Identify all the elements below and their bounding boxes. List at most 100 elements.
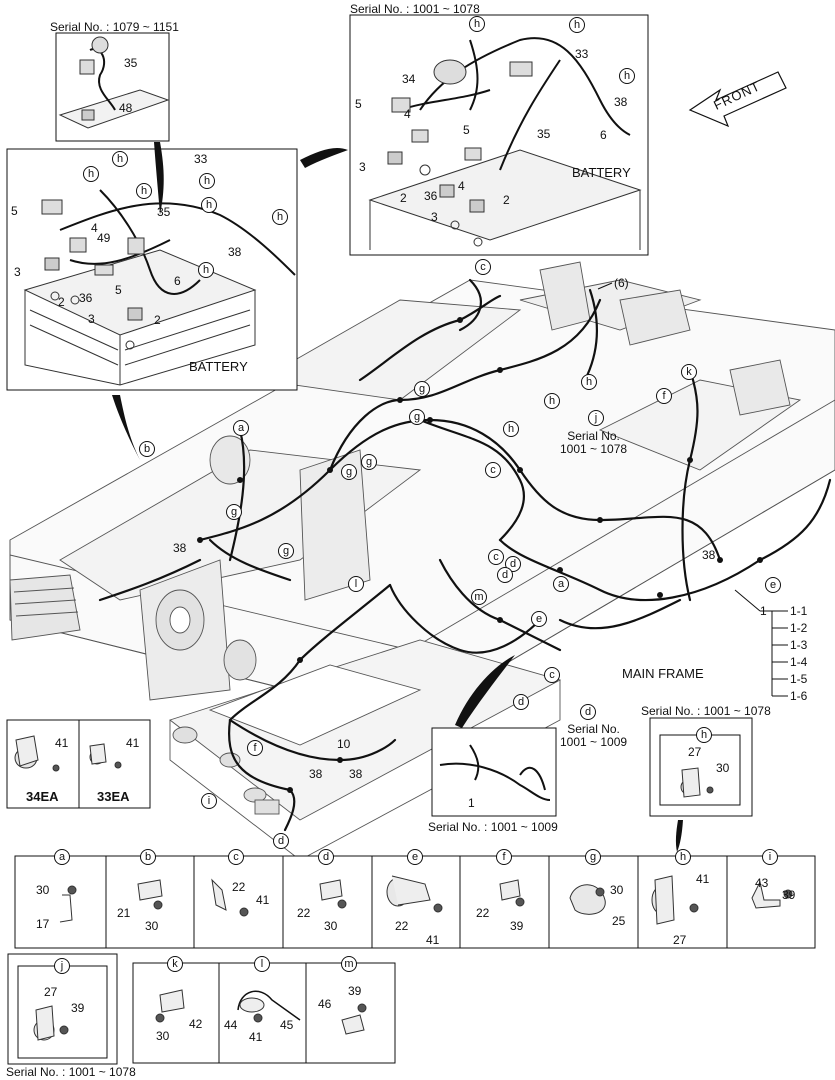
callout-main-10: 10 bbox=[337, 737, 351, 751]
circle-g-2: g bbox=[409, 409, 425, 425]
serial-d-inset: Serial No. : 1001 ~ 1009 bbox=[428, 820, 558, 834]
detail-g-30: 30 bbox=[610, 883, 624, 897]
callout-lb-2: 2 bbox=[58, 295, 65, 309]
detail-letter-l: l bbox=[254, 956, 270, 972]
detail-h-27: 27 bbox=[673, 933, 687, 947]
h-inset-part-30: 30 bbox=[716, 761, 730, 775]
circle-i: i bbox=[201, 793, 217, 809]
detail-letter-g: g bbox=[585, 849, 601, 865]
circle-c-top: c bbox=[475, 259, 491, 275]
pointer-left-inset bbox=[112, 395, 140, 460]
callout-lb-38: 38 bbox=[228, 245, 242, 259]
circle-j: j bbox=[588, 410, 604, 426]
callout-rb-33: 33 bbox=[575, 47, 589, 61]
small-inset-drawing bbox=[58, 36, 170, 129]
front-arrow-icon bbox=[688, 71, 787, 128]
frame-item-3: 1-3 bbox=[790, 638, 808, 652]
callout-lb-4: 4 bbox=[91, 221, 98, 235]
serial-top-big: Serial No. : 1001 ~ 1078 bbox=[350, 2, 480, 16]
circle-k: k bbox=[681, 364, 697, 380]
detail-a-17: 17 bbox=[36, 917, 50, 931]
callout-lb-35: 35 bbox=[157, 205, 171, 219]
circle-g-5: g bbox=[226, 504, 242, 520]
pointer-small-inset bbox=[154, 142, 164, 215]
detail-letter-i: i bbox=[762, 849, 778, 865]
battery-right-drawing bbox=[368, 37, 642, 250]
main-frame-drawing bbox=[9, 261, 835, 861]
circle-a-top: a bbox=[233, 420, 249, 436]
callout-lb-5: 5 bbox=[11, 204, 18, 218]
callout-rb-35: 35 bbox=[537, 127, 551, 141]
callout-rb-3b: 3 bbox=[431, 210, 438, 224]
circle-f-right: f bbox=[656, 388, 672, 404]
circle-h-2: h bbox=[544, 393, 560, 409]
callout-lb-5b: 5 bbox=[115, 283, 122, 297]
main-frame-bracket bbox=[734, 589, 788, 697]
serial-j-bottom: Serial No. : 1001 ~ 1078 bbox=[6, 1065, 136, 1079]
d-inset-drawing bbox=[439, 744, 551, 801]
circle-b: b bbox=[139, 441, 155, 457]
circle-d-bottom: d bbox=[273, 833, 289, 849]
circle-lb-h7: h bbox=[198, 262, 214, 278]
callout-rb-36: 36 bbox=[424, 189, 438, 203]
d-serial-inset bbox=[431, 727, 557, 817]
callout-rb-4b: 4 bbox=[458, 179, 465, 193]
detail-row-1-drawings bbox=[59, 875, 793, 925]
callout-lb-2b: 2 bbox=[154, 313, 161, 327]
detail-l-45: 45 bbox=[280, 1018, 294, 1032]
circle-g-1: g bbox=[414, 381, 430, 397]
circle-e-mid: e bbox=[531, 611, 547, 627]
detail-e-41: 41 bbox=[426, 933, 440, 947]
battery-left-drawing bbox=[23, 189, 296, 386]
detail-letter-a: a bbox=[54, 849, 70, 865]
frame-item-5: 1-5 bbox=[790, 672, 808, 686]
detail-g-25: 25 bbox=[612, 914, 626, 928]
callout-rb-6: 6 bbox=[600, 128, 607, 142]
detail-d-30: 30 bbox=[324, 919, 338, 933]
qty-33ea: 33EA bbox=[97, 789, 130, 804]
clamp-part-41b: 41 bbox=[126, 736, 140, 750]
callout-rb-5: 5 bbox=[355, 97, 362, 111]
callout-lb-33: 33 bbox=[194, 152, 208, 166]
circle-lb-h1: h bbox=[83, 166, 99, 182]
detail-l-44: 44 bbox=[224, 1018, 238, 1032]
circle-g-4: g bbox=[341, 464, 357, 480]
callout-main-38b: 38 bbox=[702, 548, 716, 562]
detail-letter-f: f bbox=[496, 849, 512, 865]
callout-main-38a: 38 bbox=[173, 541, 187, 555]
pointer-d-inset bbox=[455, 655, 515, 728]
detail-b-21: 21 bbox=[117, 906, 131, 920]
circle-c-low: c bbox=[544, 667, 560, 683]
detail-f-22: 22 bbox=[476, 906, 490, 920]
circle-c-mid: c bbox=[485, 462, 501, 478]
callout-lb-6: 6 bbox=[174, 274, 181, 288]
detail-h-41: 41 bbox=[696, 872, 710, 886]
detail-b-30: 30 bbox=[145, 919, 159, 933]
callout-main-38d: 38 bbox=[349, 767, 363, 781]
circle-a-mid: a bbox=[553, 576, 569, 592]
detail-c-22: 22 bbox=[232, 880, 246, 894]
callout-rb-3: 3 bbox=[359, 160, 366, 174]
callout-lb-49: 49 bbox=[97, 231, 111, 245]
circle-h-3: h bbox=[503, 421, 519, 437]
detail-letter-h: h bbox=[675, 849, 691, 865]
frame-item-4: 1-4 bbox=[790, 655, 808, 669]
detail-f-39: 39 bbox=[510, 919, 524, 933]
circle-lb-h3: h bbox=[136, 183, 152, 199]
callout-lb-3b: 3 bbox=[88, 312, 95, 326]
callout-main-38c: 38 bbox=[309, 767, 323, 781]
detail-letter-c: c bbox=[228, 849, 244, 865]
detail-j-27: 27 bbox=[44, 985, 58, 999]
callout-1: 1 bbox=[760, 604, 767, 618]
callout-rb-38: 38 bbox=[614, 95, 628, 109]
circle-f-low: f bbox=[247, 740, 263, 756]
detail-e-22: 22 bbox=[395, 919, 409, 933]
circle-d-mid2: d bbox=[497, 567, 513, 583]
detail-letter-e: e bbox=[407, 849, 423, 865]
harness-clamps bbox=[197, 317, 763, 793]
serial-h-inset: Serial No. : 1001 ~ 1078 bbox=[641, 704, 771, 718]
detail-i-39: 39 bbox=[782, 888, 796, 902]
detail-a-30: 30 bbox=[36, 883, 50, 897]
